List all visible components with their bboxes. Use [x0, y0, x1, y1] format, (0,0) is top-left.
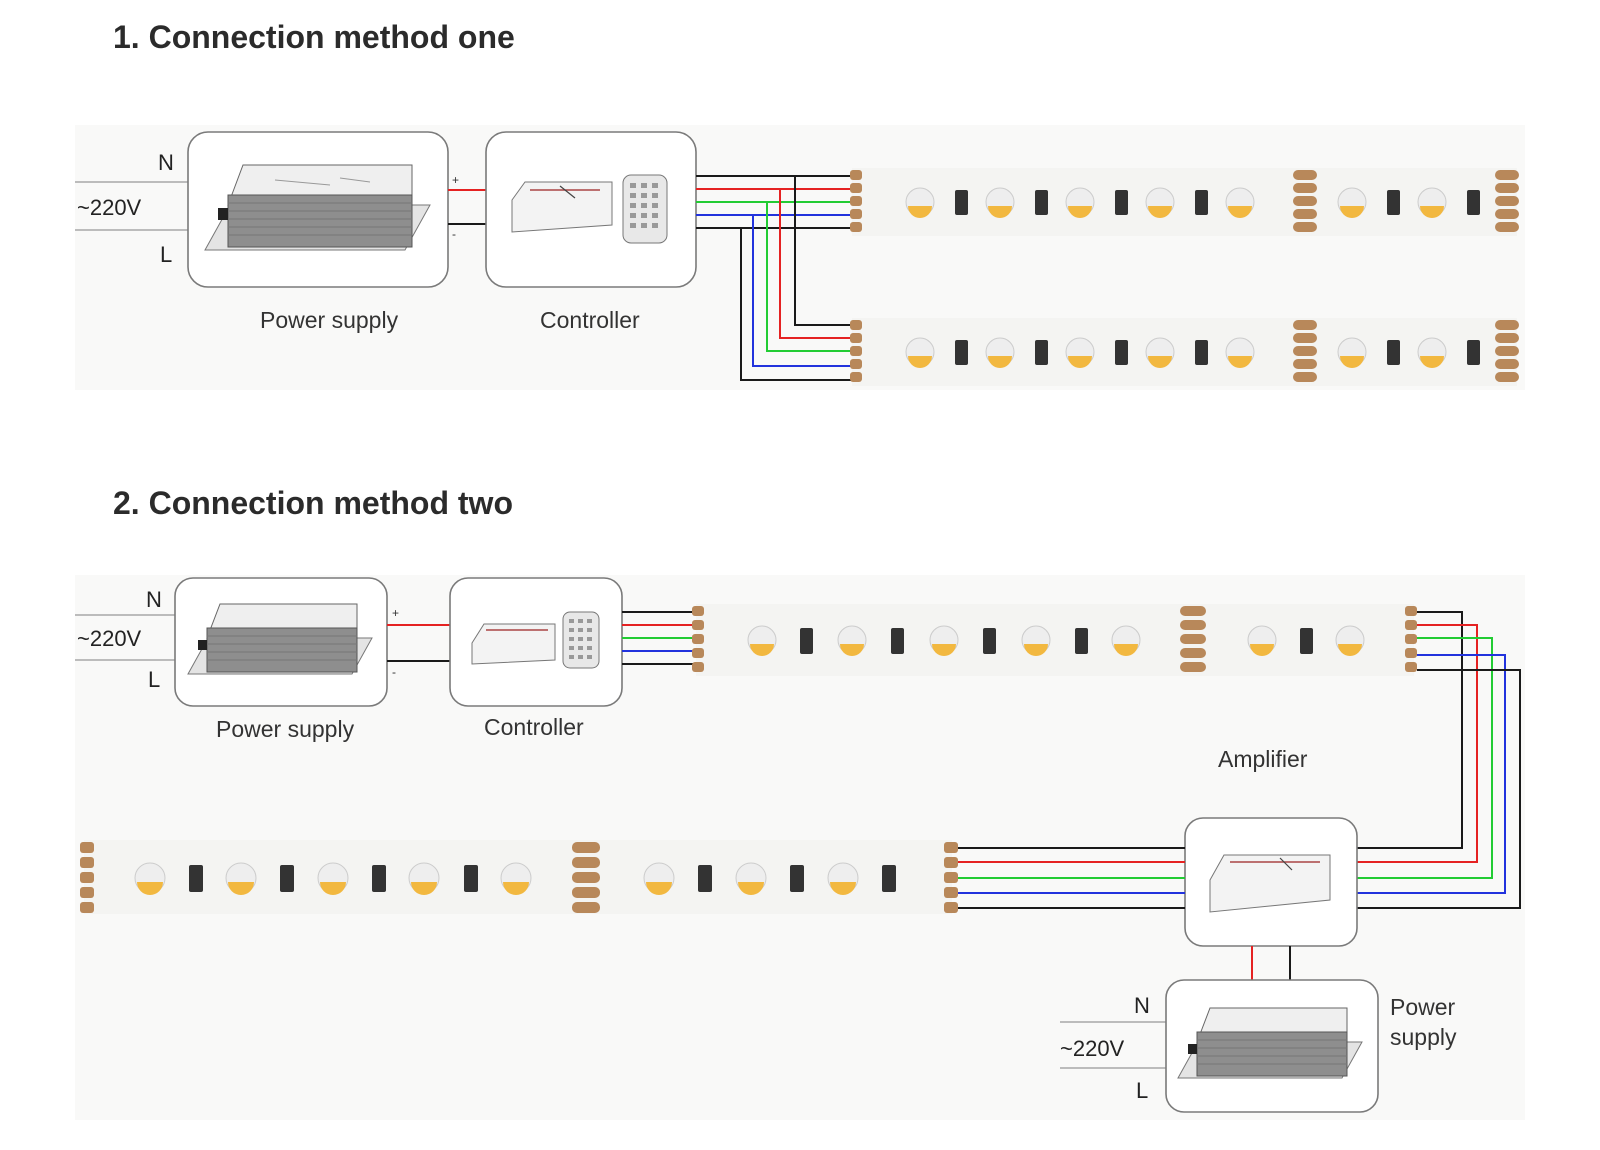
live-label-2: L: [148, 667, 160, 692]
controller-output-wires: [696, 175, 852, 229]
section1-title: 1. Connection method one: [113, 19, 515, 55]
led-strip-2: [850, 318, 1519, 386]
power-supply-label-3-line1: Power: [1390, 994, 1456, 1020]
plus-label: +: [452, 173, 459, 187]
amplifier-output-wires: [955, 847, 1185, 909]
power-supply-label: Power supply: [260, 307, 399, 333]
neutral-label: N: [158, 150, 174, 175]
plus-label-2: +: [392, 606, 399, 620]
power-supply-label-3-line2: supply: [1390, 1024, 1457, 1050]
section2-title: 2. Connection method two: [113, 485, 513, 521]
controller-label: Controller: [540, 307, 640, 333]
led-strip-4: [80, 840, 958, 914]
remote-icon: [622, 174, 668, 244]
amplifier-label: Amplifier: [1218, 746, 1308, 772]
controller2-output-wires: [622, 611, 696, 665]
minus-label: -: [452, 227, 456, 241]
led-strip-1: [850, 168, 1519, 236]
branch-wires: [740, 176, 852, 381]
live-label-3: L: [1136, 1078, 1148, 1103]
power-supply-icon-3: [1177, 1007, 1363, 1079]
controller-icon-2: [471, 623, 556, 665]
led-strip-3: [692, 604, 1417, 676]
voltage-label-2: ~220V: [77, 626, 142, 651]
voltage-label: ~220V: [77, 195, 142, 220]
neutral-label-3: N: [1134, 993, 1150, 1018]
remote-icon-2: [562, 611, 600, 669]
voltage-label-3: ~220V: [1060, 1036, 1125, 1061]
minus-label-2: -: [392, 665, 396, 679]
live-label: L: [160, 242, 172, 267]
power-supply-icon-2: [187, 603, 373, 675]
power-supply-icon: [204, 164, 431, 251]
amplifier-icon: [1209, 854, 1331, 913]
controller-label-2: Controller: [484, 714, 584, 740]
controller-icon: [511, 181, 613, 233]
power-supply-label-2: Power supply: [216, 716, 355, 742]
neutral-label-2: N: [146, 587, 162, 612]
strip-to-amplifier-wires: [1356, 611, 1521, 909]
